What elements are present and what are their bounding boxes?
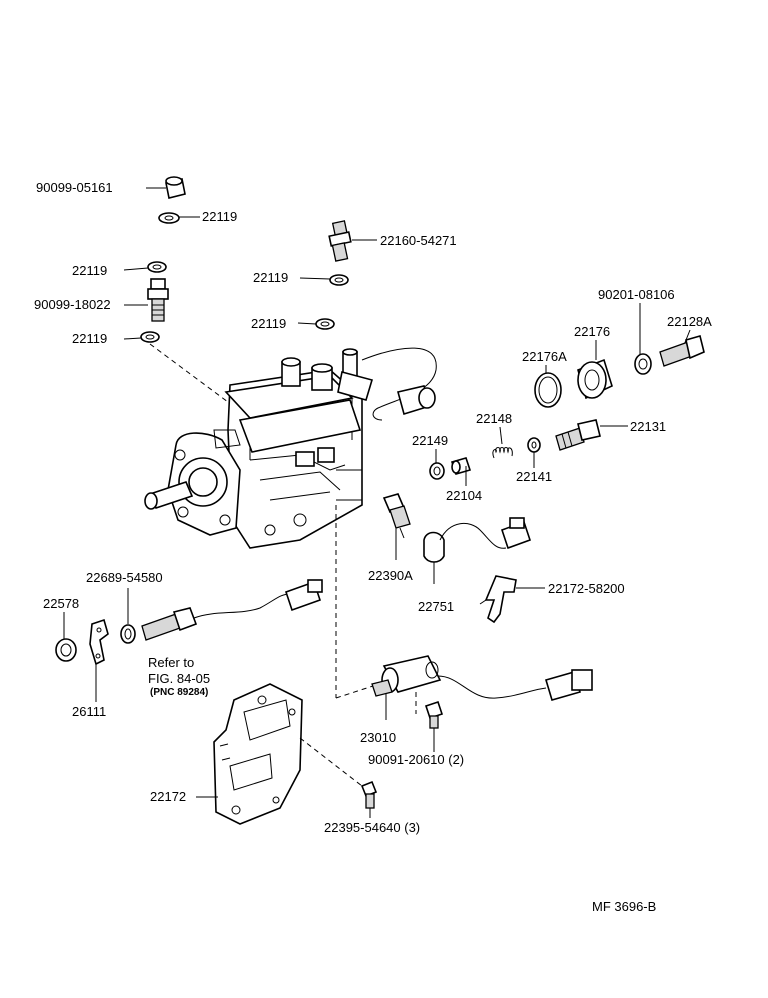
label-22160-54271: 22160-54271 [380,233,457,248]
part-22128A-bolt [659,335,705,367]
label-90099-05161: 90099-05161 [36,180,113,195]
label-22689-54580: 22689-54580 [86,570,163,585]
part-22390A-switch [382,493,411,539]
label-22119-b: 22119 [72,263,107,278]
part-22172-bracket-plate [213,683,303,825]
part-22119-washer-d [329,274,349,286]
part-22119-washer-e [315,318,335,330]
label-22395-54640: 22395-54640 (3) [324,820,420,835]
part-22689-54580-o-ring [120,624,136,644]
part-90201-08106-gasket [634,353,652,375]
part-22578-cap [55,638,77,662]
part-22148-spring [492,447,513,459]
label-22119-d: 22119 [253,270,288,285]
part-22141-washer [527,437,541,453]
label-22176A: 22176A [522,349,567,364]
part-22176-nut [577,358,613,400]
part-22119-washer-c [140,331,160,343]
label-26111: 26111 [72,704,106,719]
part-22119-washer-a [158,212,180,224]
label-23010: 23010 [360,730,396,745]
label-22119-c: 22119 [72,331,107,346]
label-22172: 22172 [150,789,186,804]
label-22131: 22131 [630,419,666,434]
refer-text-line2: FIG. 84-05 [148,671,210,686]
part-90099-18022-screw [147,278,169,322]
part-26111-bracket [89,618,109,666]
diagram-code: MF 3696-B [592,899,656,914]
label-22390A: 22390A [368,568,413,583]
label-22172-58200: 22172-58200 [548,581,625,596]
label-22148: 22148 [476,411,512,426]
refer-text-line1: Refer to [148,655,194,670]
part-22160-54271-screw [328,220,352,262]
part-22131-screw [555,419,601,451]
label-22751: 22751 [418,599,454,614]
part-22395-54640-bolt [360,780,378,809]
part-22176A-o-ring [534,372,562,408]
label-22578: 22578 [43,596,79,611]
refer-text-line3: (PNC 89284) [150,687,208,698]
label-22104: 22104 [446,488,482,503]
label-90201-08106: 90201-08106 [598,287,675,302]
part-22104-valve [450,457,472,475]
injection-pump-illustration [144,347,437,549]
label-22176: 22176 [574,324,610,339]
part-22751-sensor-with-harness [423,517,532,563]
part-22149-washer [429,462,445,480]
label-90091-20610: 90091-20610 (2) [368,752,464,767]
part-90091-20610-screw [424,700,444,729]
label-22149: 22149 [412,433,448,448]
label-90099-18022: 90099-18022 [34,297,111,312]
part-90099-05161-cap [165,176,186,199]
label-22141: 22141 [516,469,552,484]
part-23010-timer-control-valve [371,655,593,701]
reference-sensor-with-harness [141,579,323,641]
part-22119-washer-b [147,261,167,273]
label-22128A: 22128A [667,314,712,329]
label-22119-a: 22119 [202,209,237,224]
label-22119-e: 22119 [251,316,286,331]
part-22172-58200-bracket [479,575,517,624]
